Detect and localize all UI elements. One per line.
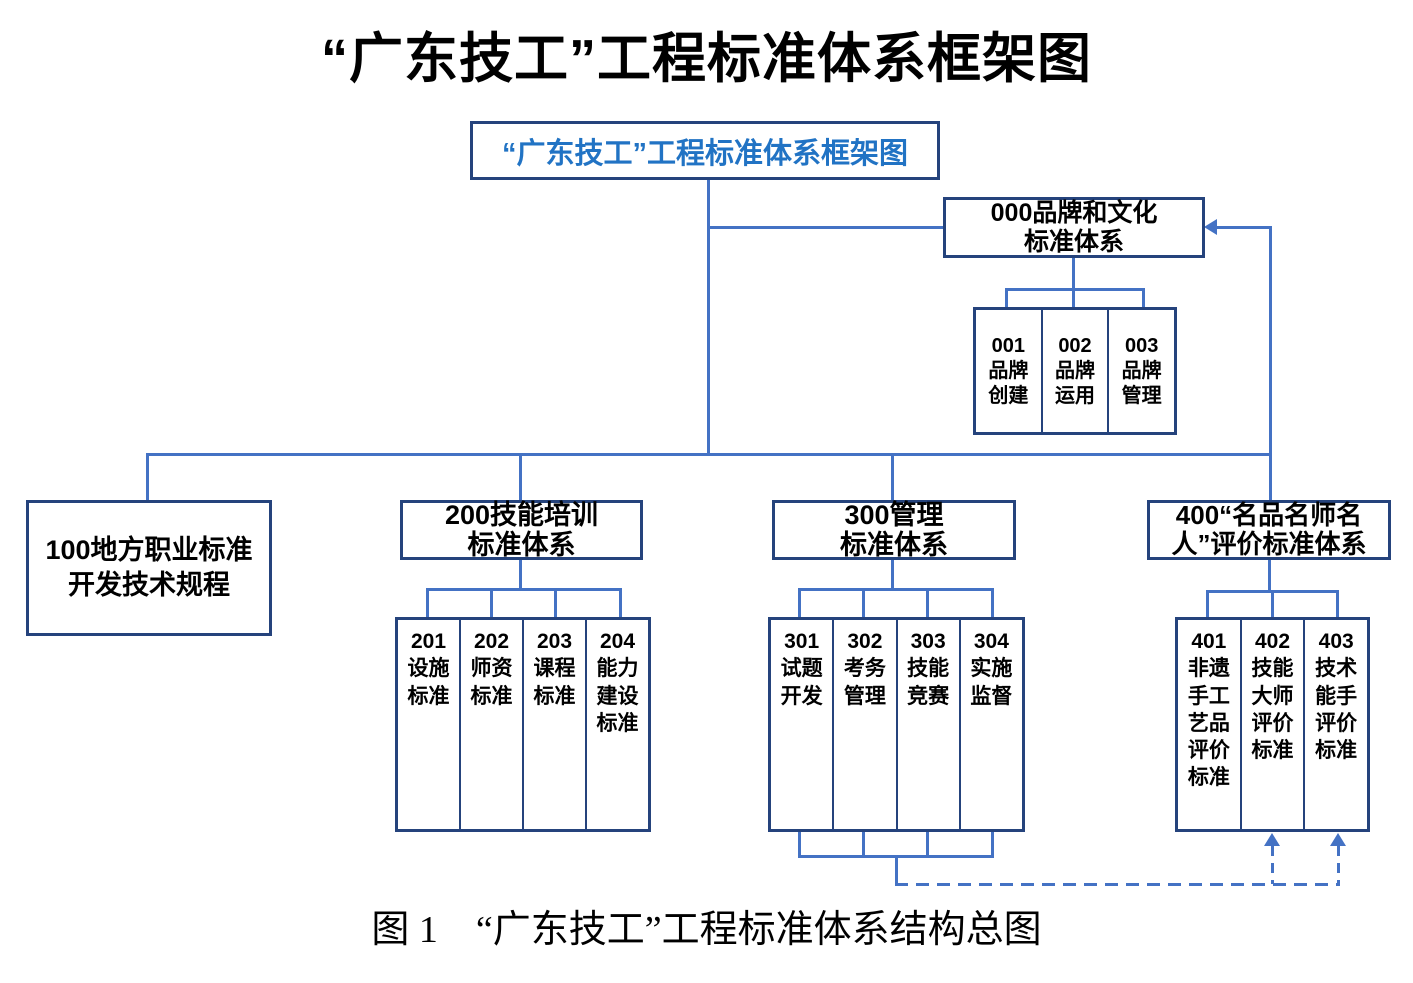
connector-304-bottom — [991, 830, 994, 858]
node-403-technical-expert: 403 技术 能手 评价 标准 — [1303, 620, 1367, 829]
node-root-label: “广东技工”工程标准体系框架图 — [501, 137, 908, 170]
dashed-feedback-to-402 — [1271, 846, 1274, 884]
node-301-test-development: 301 试题 开发 — [780, 630, 823, 708]
connector-200-children-bus — [426, 588, 622, 591]
connector-drop-203 — [554, 588, 557, 619]
node-401-intangible-heritage-crafts: 401 非遗 手工 艺品 评价 标准 — [1187, 630, 1230, 790]
connector-301-bottom — [798, 830, 801, 858]
connector-drop-304 — [991, 588, 994, 619]
node-202-teachers: 202 师资 标准 — [459, 620, 522, 829]
node-300-management: 300管理 标准体系 — [772, 500, 1016, 560]
connector-drop-003 — [1142, 288, 1145, 309]
node-303-skills-competition: 303 技能 竞赛 — [895, 620, 959, 829]
connector-right-vertical — [1269, 226, 1272, 502]
node-203-curriculum: 203 课程 标准 — [522, 620, 585, 829]
connector-drop-402 — [1271, 590, 1274, 619]
connector-drop-204 — [619, 588, 622, 619]
node-204-capacity-building: 204 能力 建设 标准 — [585, 620, 648, 829]
connector-drop-302 — [862, 588, 865, 619]
node-200-skills-training: 200技能培训 标准体系 — [400, 500, 643, 560]
dashed-feedback-horizontal — [895, 883, 1340, 886]
node-302-exam-administration: 302 考务 管理 — [832, 620, 895, 829]
group-300-children: 301 试题 开发 302 考务 管理 303 技能 竞赛 304 实施 监督 — [768, 617, 1025, 832]
group-400-children: 401 非遗 手工 艺品 评价 标准 402 技能 大师 评价 标准 403 技… — [1175, 617, 1370, 832]
connector-arrow-segment-000 — [1216, 226, 1271, 229]
node-100-local-occupational-standards: 100地方职业标准 开发技术规程 — [26, 500, 272, 636]
connector-drop-303 — [926, 588, 929, 619]
connector-main-bus — [146, 453, 1272, 456]
node-000-label-line1: 000品牌和文化 — [990, 198, 1158, 227]
node-root-framework: “广东技工”工程标准体系框架图 — [470, 121, 940, 180]
page-title: “广东技工”工程标准体系框架图 — [321, 29, 1092, 89]
node-001-brand-creation: 001 品牌 创建 — [988, 334, 1029, 407]
node-000-brand-culture: 000品牌和文化 标准体系 — [943, 197, 1205, 258]
arrowhead-into-403-icon — [1330, 833, 1346, 846]
node-304-implementation-supervision: 304 实施 监督 — [958, 620, 1022, 829]
connector-drop-403 — [1336, 590, 1339, 619]
connector-root-vertical — [707, 180, 710, 453]
connector-300-down — [891, 560, 894, 590]
connector-drop-001 — [1005, 288, 1008, 309]
connector-bottom-riser — [895, 855, 898, 886]
connector-302-bottom — [862, 830, 865, 858]
connector-drop-100 — [146, 453, 149, 501]
connector-drop-201 — [426, 588, 429, 619]
group-000-children: 001 品牌 创建 002 品牌 运用 003 品牌 管理 — [973, 307, 1177, 435]
connector-drop-300 — [891, 453, 894, 501]
node-003-brand-management: 003 品牌 管理 — [1107, 310, 1174, 432]
connector-drop-202 — [490, 588, 493, 619]
connector-drop-301 — [798, 588, 801, 619]
connector-drop-002 — [1072, 288, 1075, 309]
connector-300-children-bus — [798, 588, 994, 591]
connector-200-down — [519, 560, 522, 590]
node-002-brand-application: 002 品牌 运用 — [1040, 310, 1108, 432]
dashed-feedback-to-403 — [1337, 846, 1340, 884]
arrowhead-into-402-icon — [1264, 833, 1280, 846]
connector-400-down — [1268, 560, 1271, 592]
connector-root-to-000 — [707, 226, 943, 229]
connector-303-bottom — [926, 830, 929, 858]
figure-caption: 图 1 “广东技工”工程标准体系结构总图 — [371, 909, 1042, 951]
node-000-label-line2: 标准体系 — [1023, 227, 1124, 256]
arrowhead-into-000-icon — [1204, 219, 1217, 235]
node-402-skill-master: 402 技能 大师 评价 标准 — [1239, 620, 1304, 829]
connector-000-children-bus — [1005, 288, 1145, 291]
node-400-evaluation: 400“名品名师名 人”评价标准体系 — [1147, 500, 1391, 560]
connector-drop-200 — [519, 453, 522, 501]
connector-000-down — [1072, 258, 1075, 290]
connector-drop-401 — [1206, 590, 1209, 619]
group-200-children: 201 设施 标准 202 师资 标准 203 课程 标准 204 能力 建设 … — [395, 617, 651, 832]
node-201-facilities: 201 设施 标准 — [407, 630, 450, 708]
